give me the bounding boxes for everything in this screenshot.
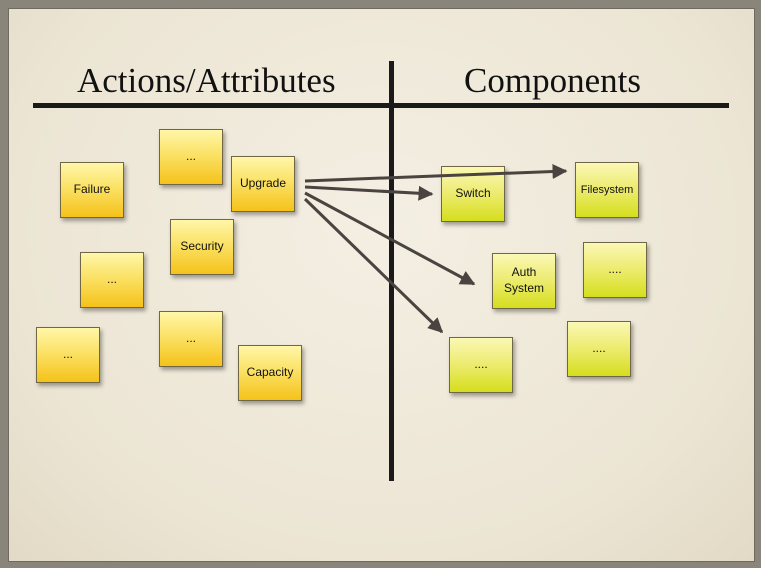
note-ellipsis-right-top-label: .... bbox=[608, 262, 622, 277]
note-ellipsis-right-top[interactable]: .... bbox=[583, 242, 647, 298]
note-filesystem-label: Filesystem bbox=[580, 183, 634, 196]
arrow-upgrade-to-ellipsis bbox=[303, 197, 444, 334]
note-upgrade[interactable]: Upgrade bbox=[231, 156, 295, 212]
arrow-upgrade-to-filesystem bbox=[304, 164, 568, 183]
note-switch-label: Switch bbox=[455, 186, 491, 201]
note-failure[interactable]: Failure bbox=[60, 162, 124, 218]
note-ellipsis-bottom-left[interactable]: ... bbox=[36, 327, 100, 383]
note-ellipsis-bottom-mid[interactable]: ... bbox=[159, 311, 223, 367]
note-ellipsis-right-bottom-left-label: .... bbox=[474, 357, 488, 372]
vertical-divider bbox=[389, 61, 394, 481]
note-ellipsis-right-bottom-right[interactable]: .... bbox=[567, 321, 631, 377]
heading-actions-attributes: Actions/Attributes bbox=[77, 61, 336, 100]
note-ellipsis-mid-left[interactable]: ... bbox=[80, 252, 144, 308]
note-ellipsis-bottom-mid-label: ... bbox=[185, 331, 196, 346]
note-ellipsis-bottom-left-label: ... bbox=[62, 347, 73, 362]
note-upgrade-label: Upgrade bbox=[239, 176, 287, 191]
note-ellipsis-right-bottom-right-label: .... bbox=[592, 341, 606, 356]
note-auth-system[interactable]: Auth System bbox=[492, 253, 556, 309]
arrow-upgrade-to-switch bbox=[304, 185, 434, 201]
note-capacity[interactable]: Capacity bbox=[238, 345, 302, 401]
slide-canvas: Actions/Attributes Components Failure ..… bbox=[8, 8, 755, 562]
note-auth-system-label: Auth System bbox=[503, 265, 544, 295]
note-ellipsis-right-bottom-left[interactable]: .... bbox=[449, 337, 513, 393]
note-ellipsis-mid-left-label: ... bbox=[106, 272, 117, 287]
heading-components: Components bbox=[464, 61, 641, 100]
horizontal-divider bbox=[33, 103, 729, 108]
note-failure-label: Failure bbox=[73, 182, 111, 197]
note-capacity-label: Capacity bbox=[246, 365, 294, 380]
note-security[interactable]: Security bbox=[170, 219, 234, 275]
note-switch[interactable]: Switch bbox=[441, 166, 505, 222]
note-ellipsis-top[interactable]: ... bbox=[159, 129, 223, 185]
note-security-label: Security bbox=[180, 239, 224, 254]
note-filesystem[interactable]: Filesystem bbox=[575, 162, 639, 218]
note-ellipsis-top-label: ... bbox=[185, 149, 196, 164]
